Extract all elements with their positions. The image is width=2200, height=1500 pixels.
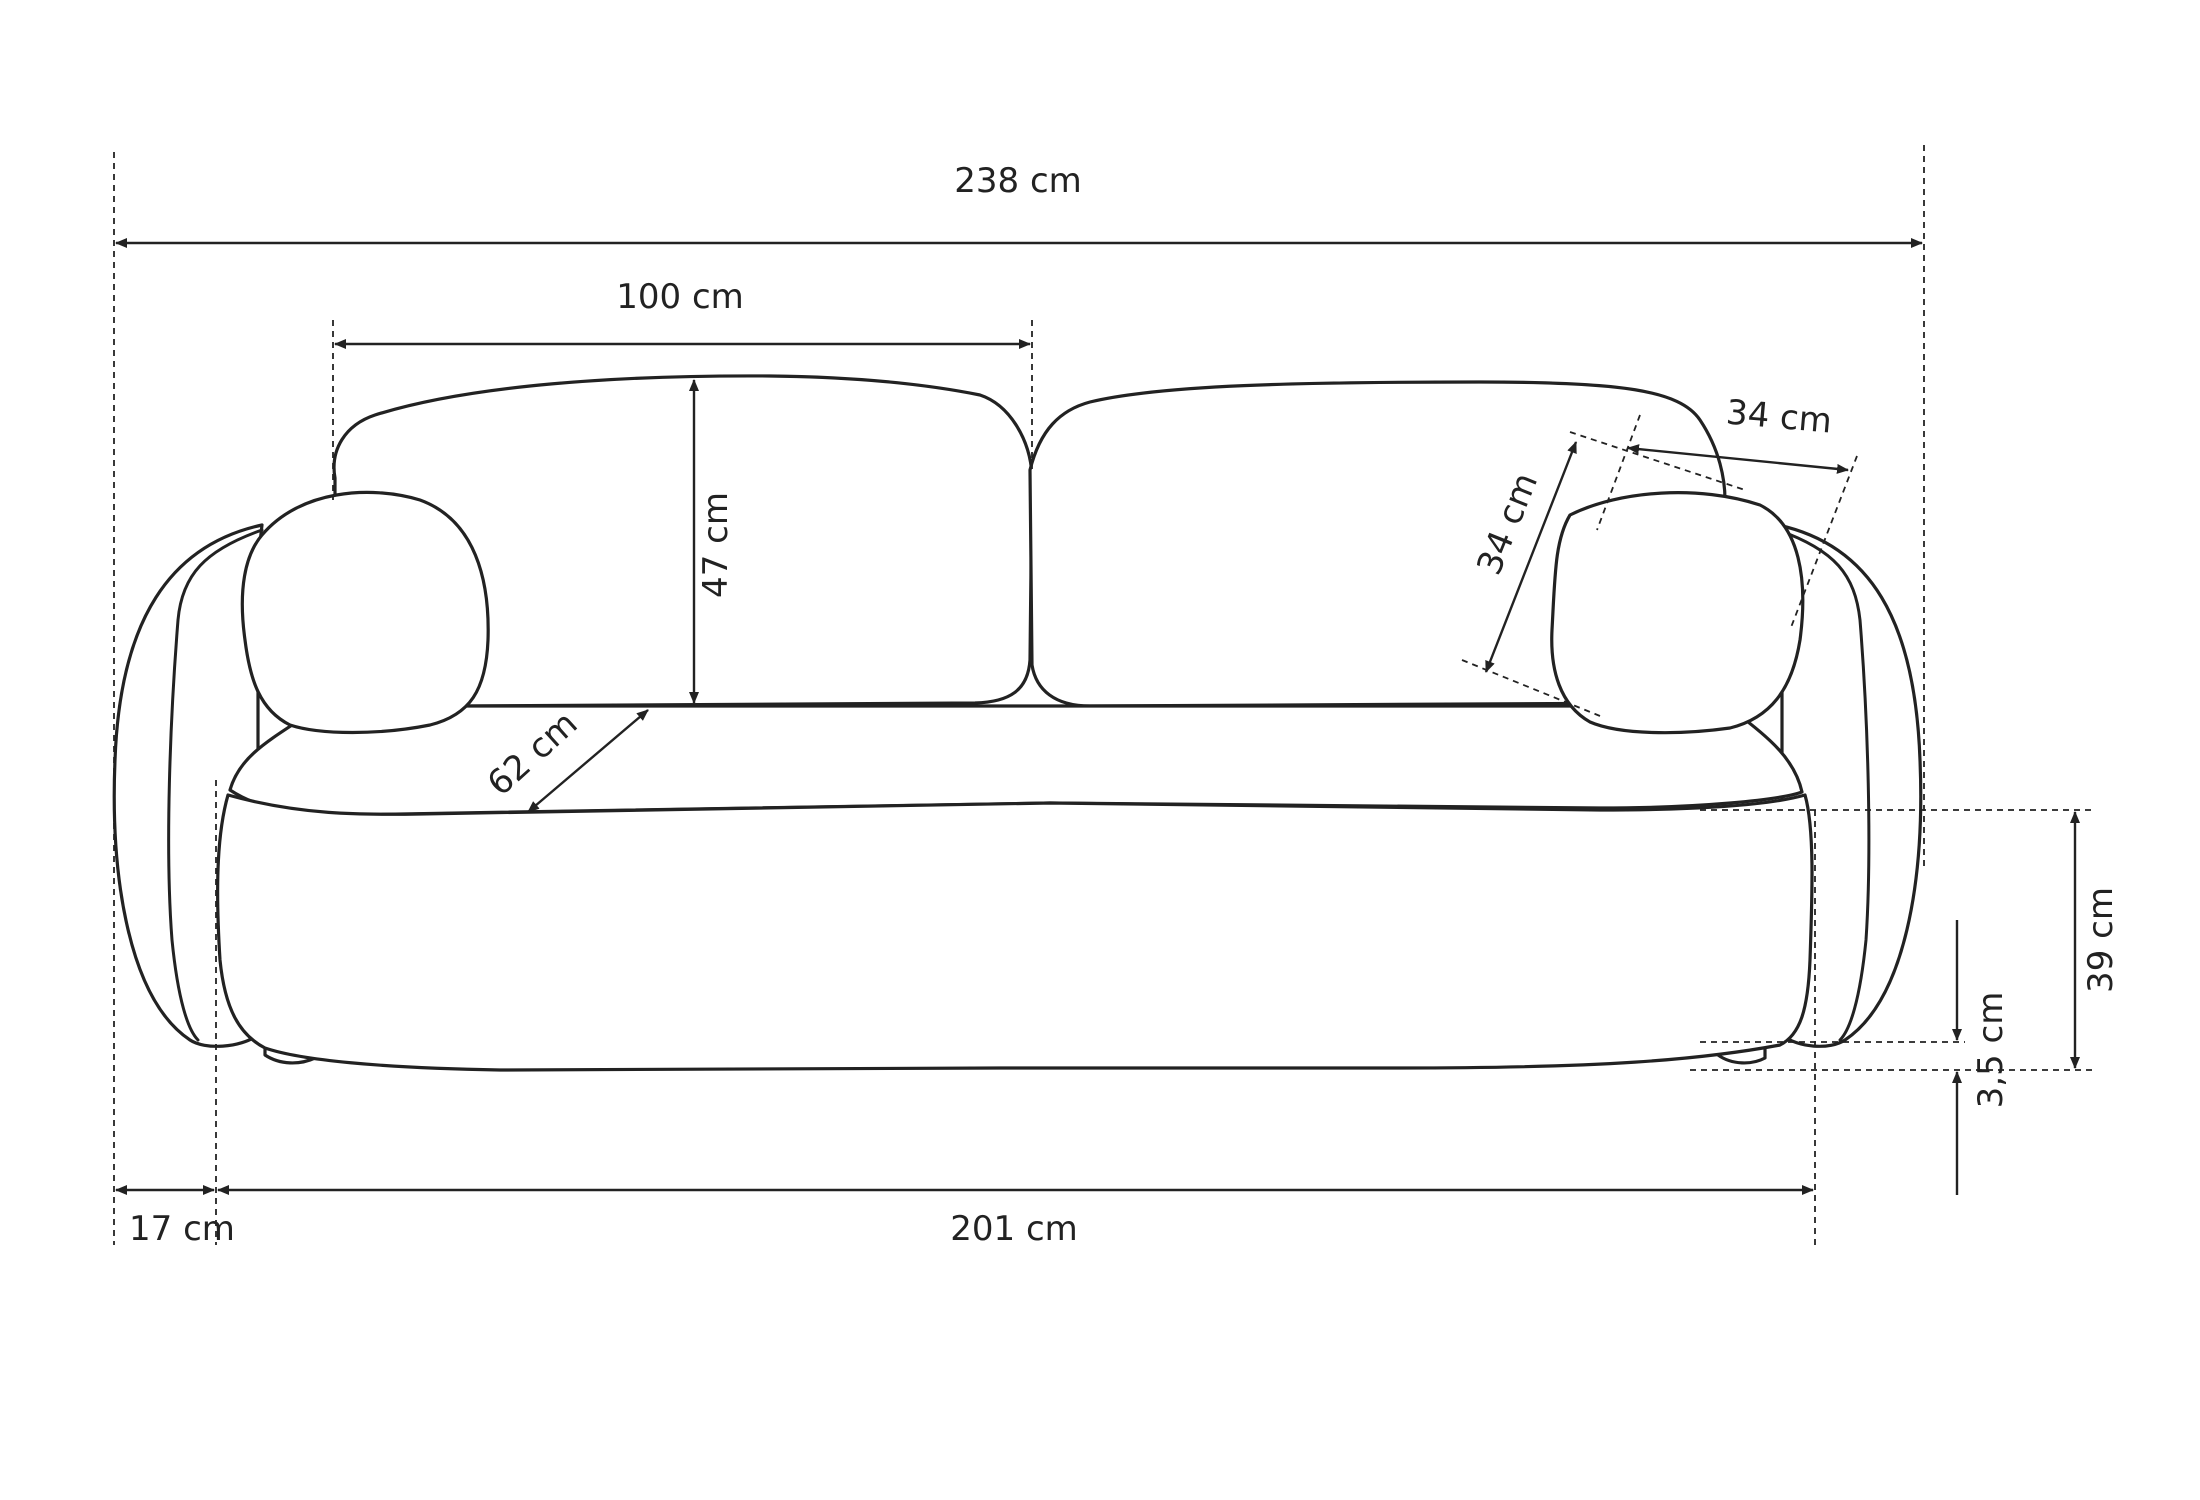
left-armrest-inner [167, 528, 264, 1042]
label-seat-width: 201 cm [950, 1209, 1078, 1249]
label-back-cushion-width: 100 cm [616, 277, 744, 317]
label-overall-width: 238 cm [954, 161, 1082, 201]
right-bolster [1550, 491, 1805, 735]
seat-cushion [228, 704, 1804, 817]
label-leg-height: 3,5 cm [1971, 992, 2011, 1109]
left-bolster [240, 490, 490, 735]
label-back-cushion-height: 47 cm [696, 492, 736, 598]
sofa-drawing [112, 374, 1923, 1072]
label-bolster-width: 34 cm [1724, 393, 1833, 442]
sofa-base [216, 793, 1814, 1072]
label-armrest-width: 17 cm [129, 1209, 235, 1249]
right-armrest-inner [1776, 528, 1871, 1042]
dimline-seat-depth [527, 709, 649, 813]
label-seat-height: 39 cm [2081, 887, 2121, 993]
dimline-bolster-width [1627, 444, 1849, 474]
dimline-bolster-height [1484, 441, 1578, 673]
right-armrest-outer [1776, 523, 1923, 1048]
dimension-lines [115, 238, 2080, 1195]
